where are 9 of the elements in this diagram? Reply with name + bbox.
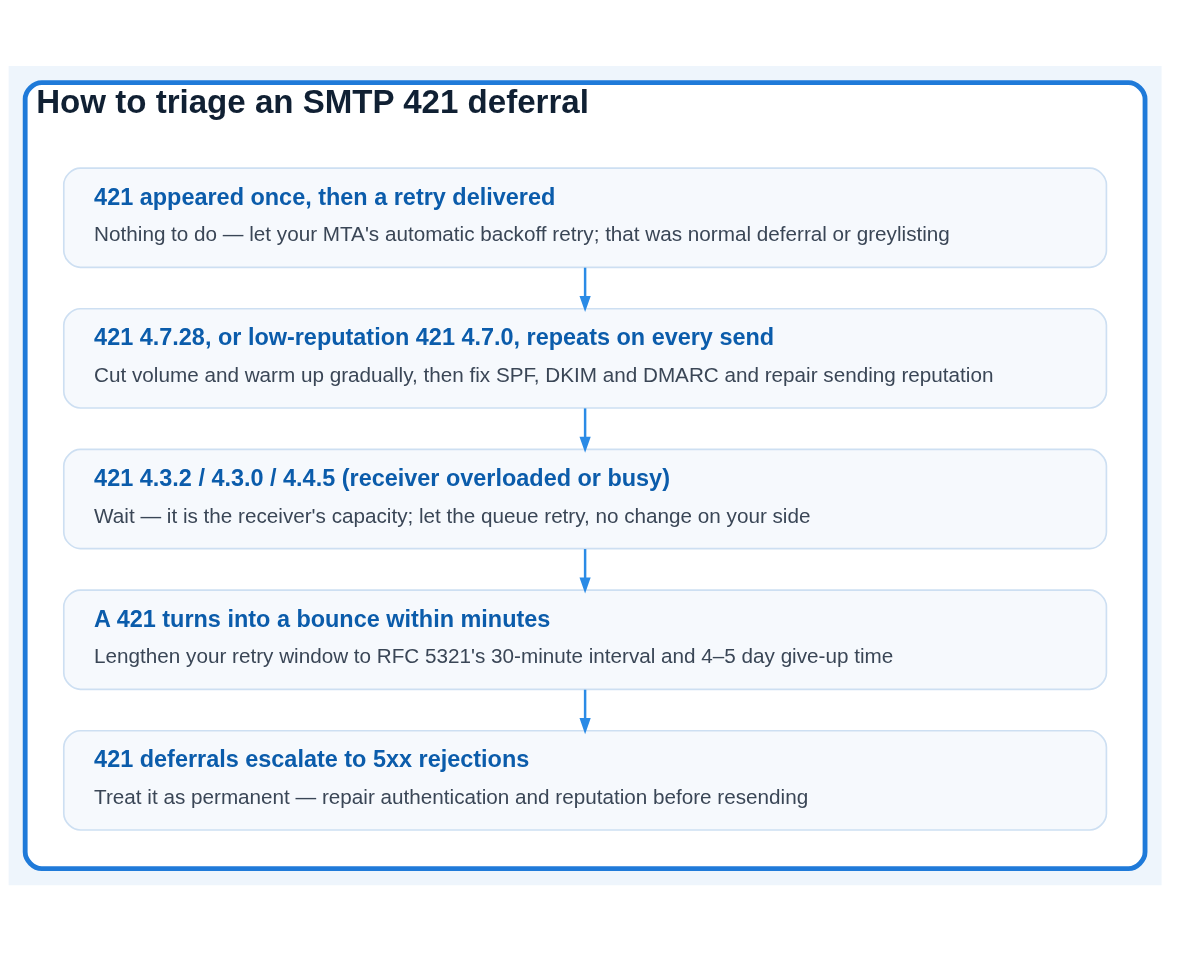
arrow xyxy=(579,689,591,734)
node-box: 421 4.3.2 / 4.3.0 / 4.4.5 (receiver overloaded or busy) Wait — it is the receiver's capacity; let the queue retry, no change on your side xyxy=(62,448,1108,550)
arrow xyxy=(579,407,591,453)
node-box: 421 appeared once, then a retry delivered Nothing to do — let your MTA's automatic backoff retry; that was normal deferral or greylisting xyxy=(62,166,1108,268)
node-box: 421 deferrals escalate to 5xx rejections Treat it as permanent — repair authentication and reputation before resending xyxy=(62,729,1108,831)
node-box: A 421 turns into a bounce within minutes Lengthen your retry window to RFC 5321's 30-minute interval and 4–5 day give-up time xyxy=(62,588,1108,690)
arrow xyxy=(579,267,591,312)
arrow xyxy=(579,548,591,593)
node-box: 421 4.7.28, or low-reputation 421 4.7.0, repeats on every send Cut volume and warm up gradually, then fix SPF, DKIM and DMARC and repair sending reputation xyxy=(62,307,1108,409)
